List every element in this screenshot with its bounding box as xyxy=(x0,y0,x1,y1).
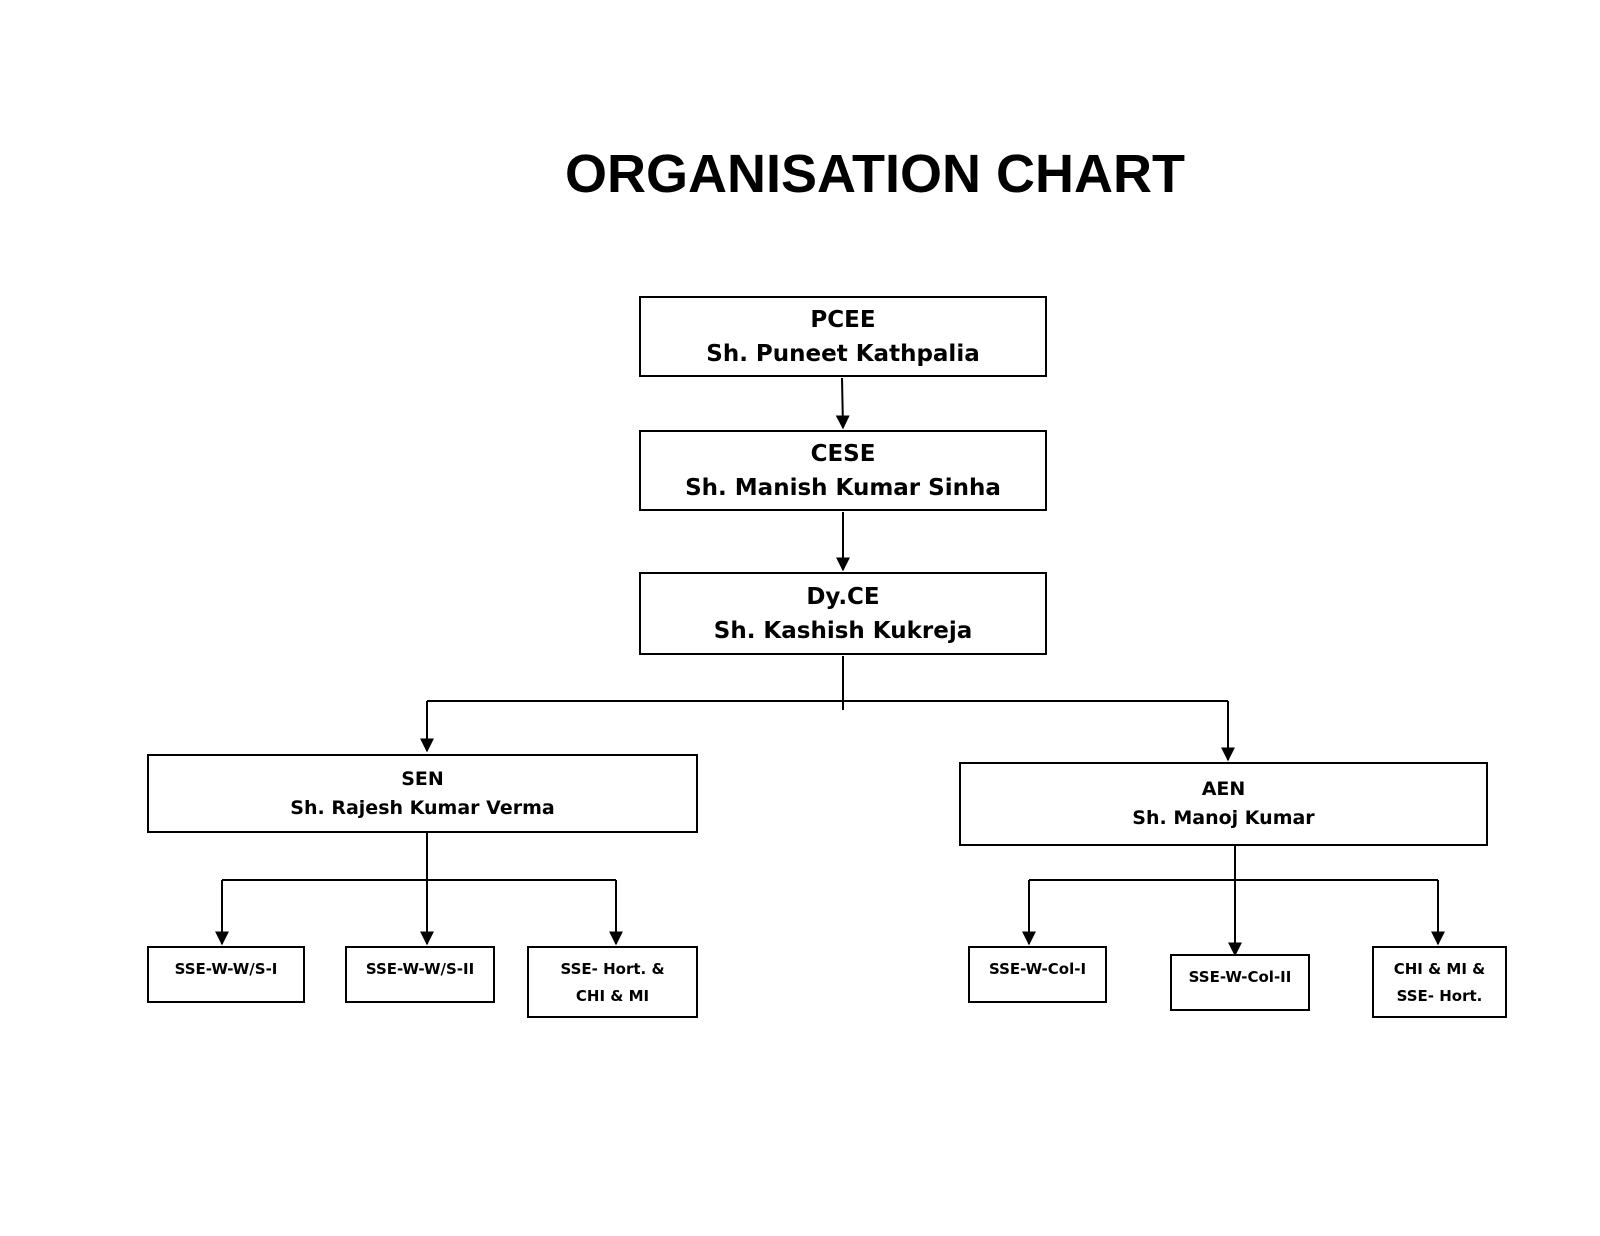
node-label: CHI & MI xyxy=(575,987,650,1005)
node-name: Sh. Rajesh Kumar Verma xyxy=(290,796,555,819)
node-label: SSE-W-W/S-I xyxy=(174,960,278,978)
node-label: SSE-W-Col-I xyxy=(988,960,1087,978)
node-pcee: PCEE Sh. Puneet Kathpalia xyxy=(639,296,1047,377)
node-role: Dy.CE xyxy=(806,583,880,610)
node-sen: SEN Sh. Rajesh Kumar Verma xyxy=(147,754,698,833)
node-role: AEN xyxy=(1201,778,1246,800)
node-sse-col2: SSE-W-Col-II xyxy=(1170,954,1310,1011)
connector-pcee-cese xyxy=(835,377,850,430)
node-label: CHI & MI & xyxy=(1393,960,1486,978)
node-dyce: Dy.CE Sh. Kashish Kukreja xyxy=(639,572,1047,655)
node-cese: CESE Sh. Manish Kumar Sinha xyxy=(639,430,1047,511)
node-role: CESE xyxy=(810,440,876,467)
node-name: Sh. Manish Kumar Sinha xyxy=(685,474,1001,501)
node-name: Sh. Puneet Kathpalia xyxy=(706,340,980,367)
node-role: SEN xyxy=(401,767,444,790)
node-label: SSE-W-Col-II xyxy=(1188,968,1292,986)
node-name: Sh. Kashish Kukreja xyxy=(713,617,973,644)
node-sse-ws1: SSE-W-W/S-I xyxy=(147,946,305,1003)
node-label: SSE-W-W/S-II xyxy=(365,960,475,978)
node-sse-ws2: SSE-W-W/S-II xyxy=(345,946,495,1003)
node-role: PCEE xyxy=(810,306,876,333)
node-name: Sh. Manoj Kumar xyxy=(1132,807,1315,829)
node-sse-col1: SSE-W-Col-I xyxy=(968,946,1107,1003)
chart-title: ORGANISATION CHART xyxy=(565,144,1185,204)
node-label: SSE- Hort. & xyxy=(560,960,665,978)
node-aen: AEN Sh. Manoj Kumar xyxy=(959,762,1488,846)
node-chi-mi-aen: CHI & MI & SSE- Hort. xyxy=(1372,946,1507,1018)
node-label: SSE- Hort. xyxy=(1396,987,1483,1005)
node-sse-hort-sen: SSE- Hort. & CHI & MI xyxy=(527,946,698,1018)
